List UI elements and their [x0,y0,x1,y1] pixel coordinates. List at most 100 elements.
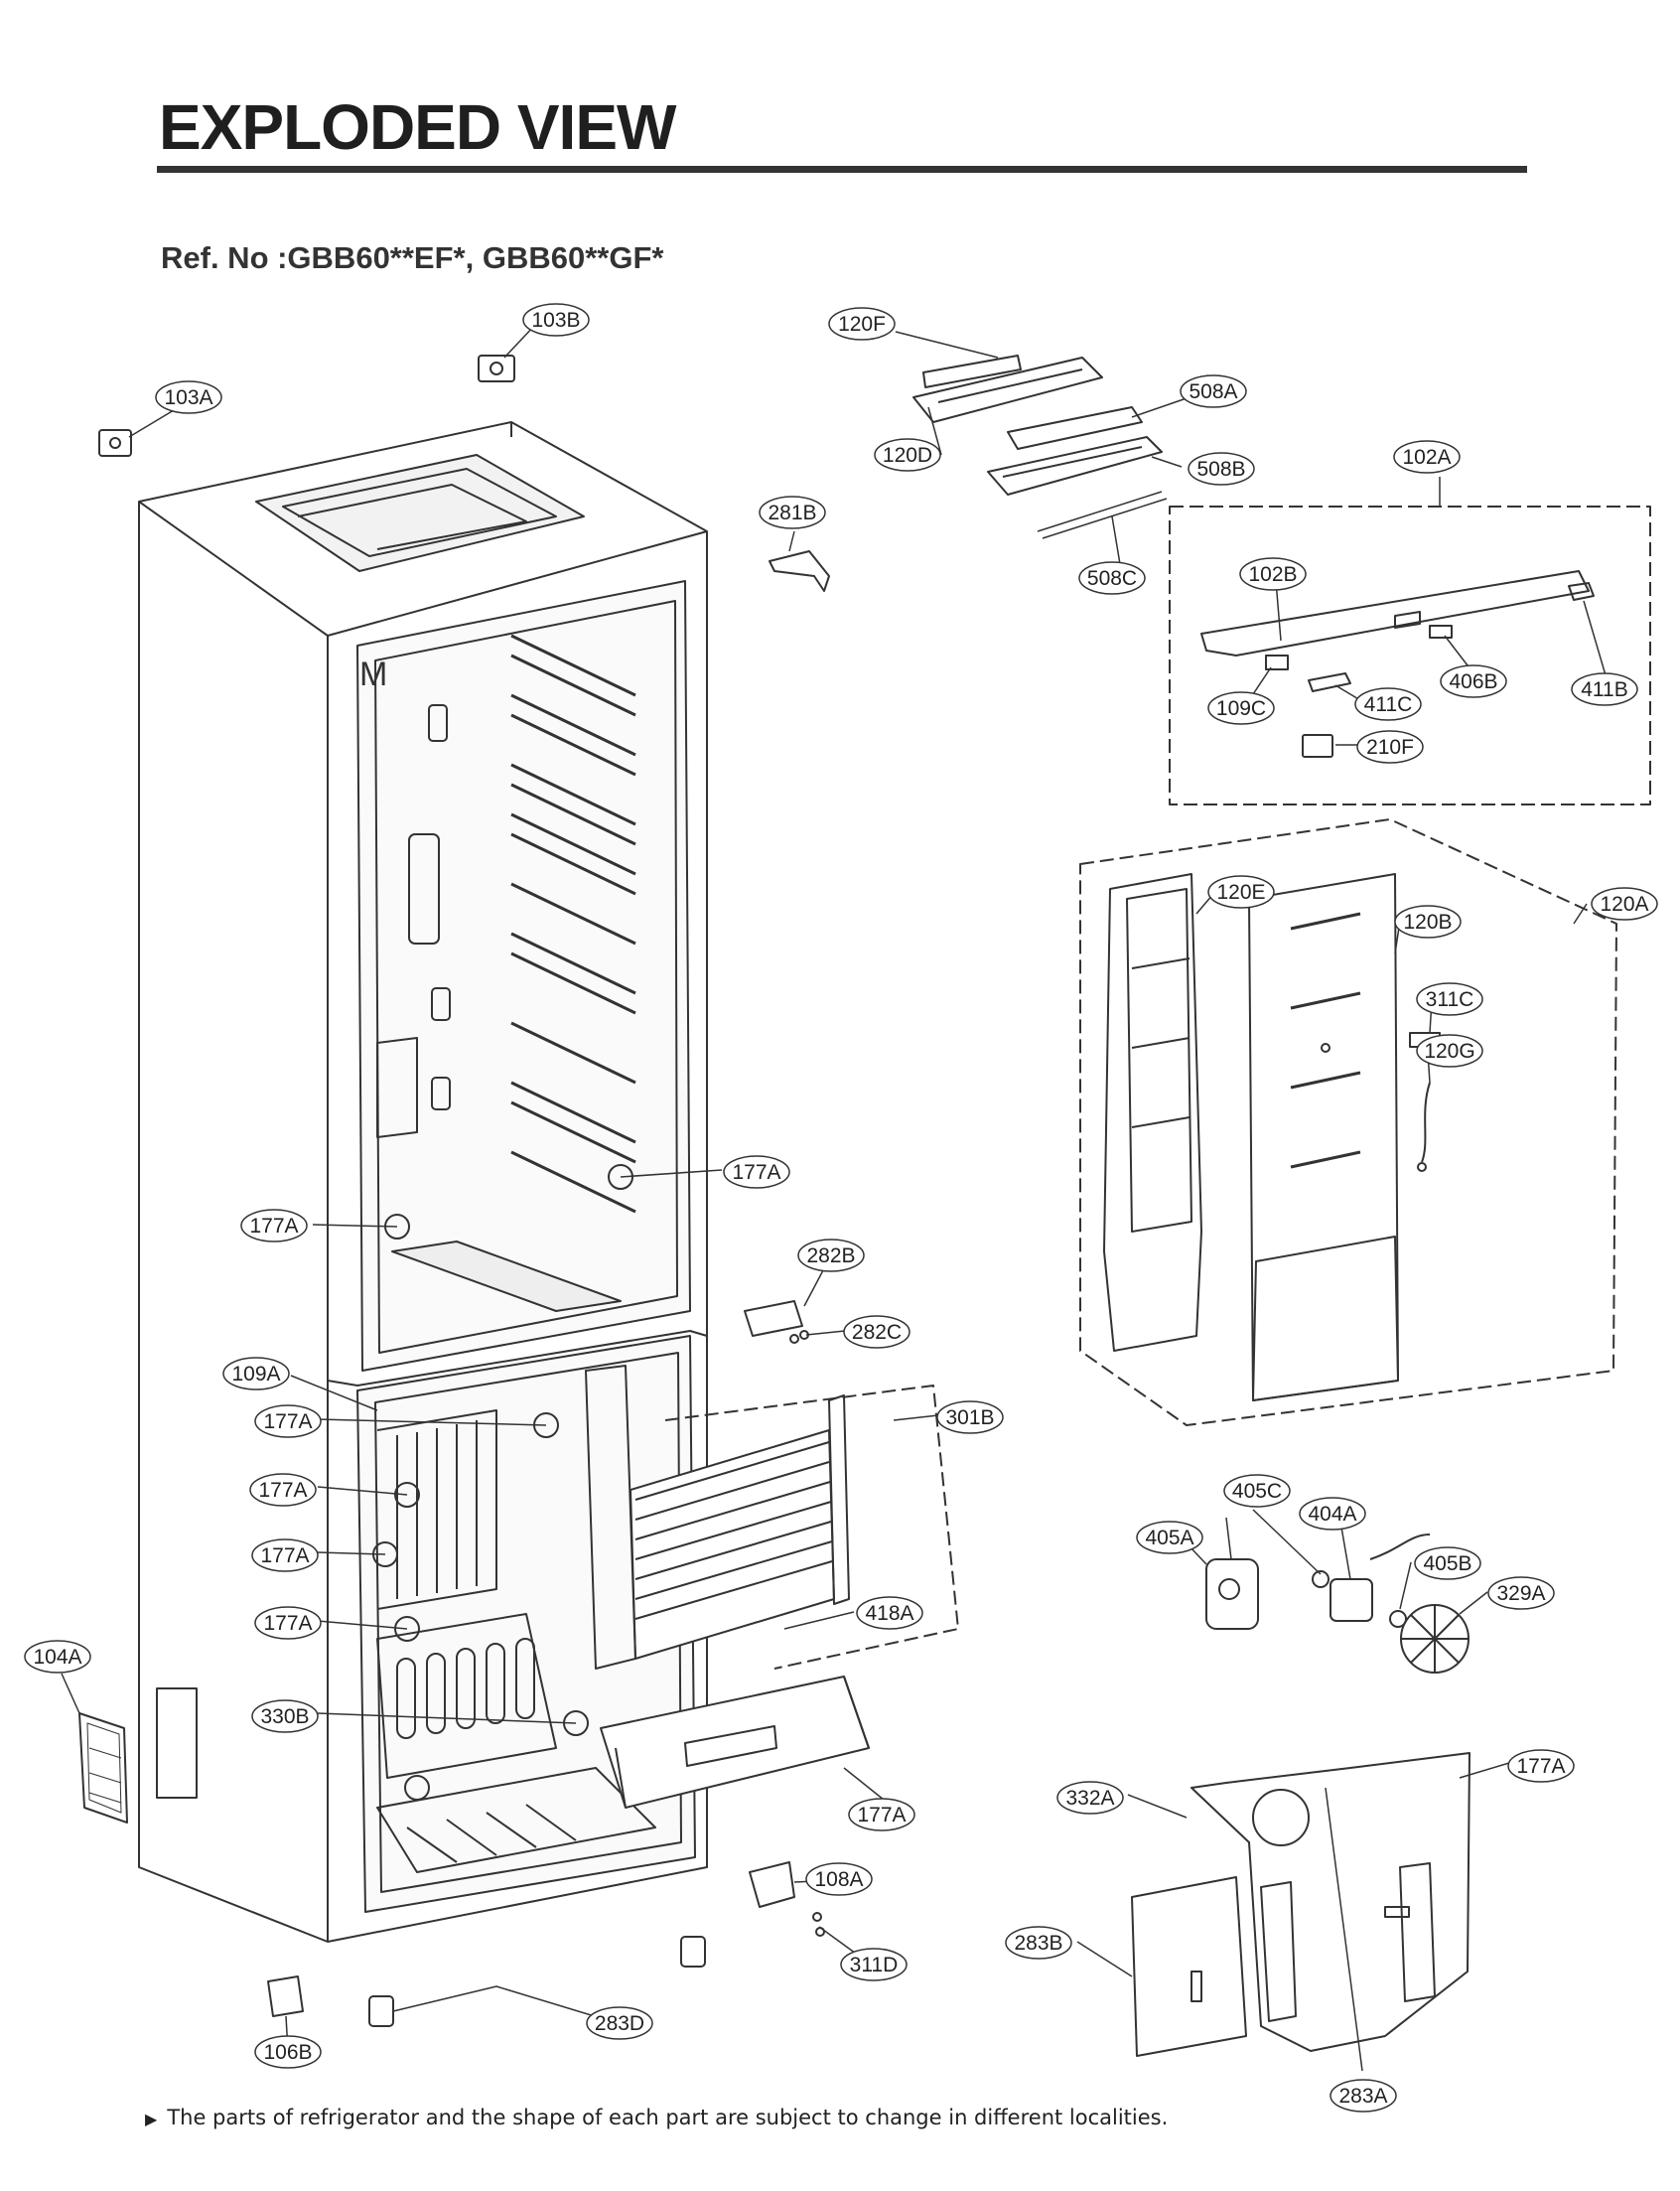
callout-bubble [848,1798,915,1831]
part-301B-evaporator [585,1365,850,1670]
part-411C [1308,672,1351,692]
callout-label: 283B [1014,1932,1062,1955]
footer-note-text: The parts of refrigerator and the shape … [167,2106,1169,2129]
part-109C [1265,655,1289,670]
callout-bubble [874,438,941,472]
part-311D [1131,1876,1247,2057]
callout-405c: 405C [1223,1474,1291,1508]
cabinet-side-cutout [156,1687,198,1799]
part-104A-filter [78,1712,128,1824]
callout-177a: 177A [848,1798,915,1831]
callout-bubble [1414,1546,1481,1580]
callout-bubble [251,1699,319,1733]
callout-bubble [1416,982,1483,1016]
callout-label: 177A [258,1479,307,1502]
callout-508b: 508B [1188,452,1255,486]
callout-bubble [759,496,826,529]
part-103A [98,429,132,457]
callout-508c: 508C [1078,561,1146,595]
callout-label: 120A [1600,893,1648,916]
callout-label: 508A [1189,380,1237,403]
callout-label: 311C [1426,988,1474,1011]
callout-label: 329A [1496,1582,1545,1605]
callout-311d: 311D [840,1948,908,1981]
callout-bubble [254,1404,322,1438]
callout-label: 177A [857,1804,906,1826]
callout-bubble [240,1209,308,1242]
callout-bubble [723,1155,790,1189]
callout-bubble [1180,374,1247,408]
part-120F [922,355,1022,388]
callout-120b: 120B [1394,905,1462,939]
callout-411c: 411C [1354,687,1422,721]
part-282B [744,1300,803,1337]
callout-bubble [1507,1749,1575,1783]
callout-bubble [254,1606,322,1640]
page-title: EXPLODED VIEW [159,91,676,163]
part-405C [1312,1570,1330,1588]
callout-label: 109C [1216,697,1266,720]
callout-329a: 329A [1487,1576,1555,1610]
part-406B [1429,625,1453,639]
callout-label: 405A [1145,1527,1193,1549]
callout-bubble [1005,1926,1072,1960]
callout-109c: 109C [1207,691,1275,725]
callout-311c: 311C [1416,982,1483,1016]
part-108A-drawer [600,1676,870,1809]
callout-label: 104A [33,1646,81,1669]
callout-label: 103B [531,309,580,332]
callout-bubble [1354,687,1422,721]
part-120B-cover [1248,873,1399,1401]
callout-label: 332A [1065,1787,1114,1810]
part-102A-group-box [1169,506,1651,805]
part-281B [769,550,830,592]
callout-177a: 177A [249,1473,317,1507]
callout-label: 411C [1364,693,1413,716]
callout-label: 311D [850,1954,899,1976]
callout-label: 210F [1366,736,1414,759]
part-120E-duct [1103,873,1202,1352]
callout-label: 108A [814,1868,863,1891]
part-405A [1205,1558,1259,1630]
callout-bubble [1416,1034,1483,1068]
callout-120e: 120E [1207,875,1275,909]
callout-bubble [1394,905,1462,939]
callout-301b: 301B [936,1400,1004,1434]
callout-bubble [586,2006,653,2040]
callout-210f: 210F [1356,730,1424,764]
callout-label: 177A [732,1161,780,1184]
svg-text:M: M [359,656,387,693]
callout-bubble [222,1357,290,1390]
callout-bubble [1571,672,1638,706]
callout-332a: 332A [1056,1781,1124,1815]
callout-bubble [1591,887,1658,921]
footer-note: ▶The parts of refrigerator and the shape… [145,2106,1168,2129]
reference-number: Ref. No :GBB60**EF*, GBB60**GF* [161,240,664,275]
part-301B-group-boundary [664,1385,959,1670]
callout-bubble [522,303,590,337]
callout-283a: 283A [1330,2079,1397,2113]
callout-120a: 120A [1591,887,1658,921]
callout-label: 177A [263,1410,312,1433]
callout-177a: 177A [251,1538,319,1572]
callout-label: 120F [838,313,886,336]
callout-bubble [797,1239,865,1272]
callout-label: 301B [945,1406,994,1429]
callout-120f: 120F [828,307,896,341]
callout-label: 508B [1196,458,1245,481]
fridge-inner-details: M [359,656,622,1312]
callout-label: 418A [865,1602,913,1625]
callout-label: 177A [260,1544,309,1567]
part-411B [1568,582,1595,601]
part-120D [912,357,1103,423]
callout-bubble [1440,664,1507,698]
callout-120d: 120D [874,438,941,472]
callout-405a: 405A [1136,1521,1203,1554]
callout-label: 106B [263,2041,312,2064]
callout-label: 109A [231,1363,280,1386]
callout-label: 103A [164,386,212,409]
callout-bubble [1299,1497,1366,1531]
callout-bubble [1078,561,1146,595]
callout-label: 177A [1516,1755,1565,1778]
